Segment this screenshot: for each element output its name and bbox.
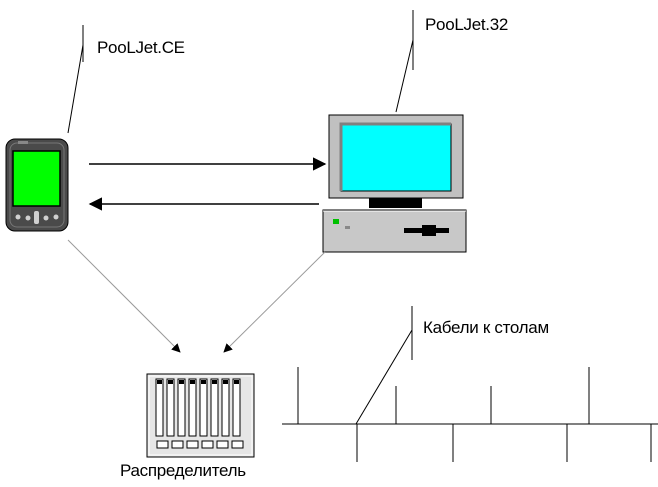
callout-pc — [395, 10, 414, 113]
callout-pda — [67, 25, 84, 134]
desktop-computer-icon — [322, 114, 467, 253]
table-cable-bus — [282, 367, 658, 462]
distributor-connections — [67, 239, 326, 353]
distributor-rack-icon — [146, 373, 255, 458]
pda-label: PooLJet.CE — [97, 38, 185, 57]
pda-icon — [5, 138, 69, 232]
cables-label: Кабели к столам — [423, 318, 549, 337]
distributor-label: Распределитель — [120, 461, 246, 480]
callout-cables — [355, 306, 413, 425]
sync-arrows — [88, 157, 327, 211]
pc-label: PooLJet.32 — [425, 15, 509, 34]
